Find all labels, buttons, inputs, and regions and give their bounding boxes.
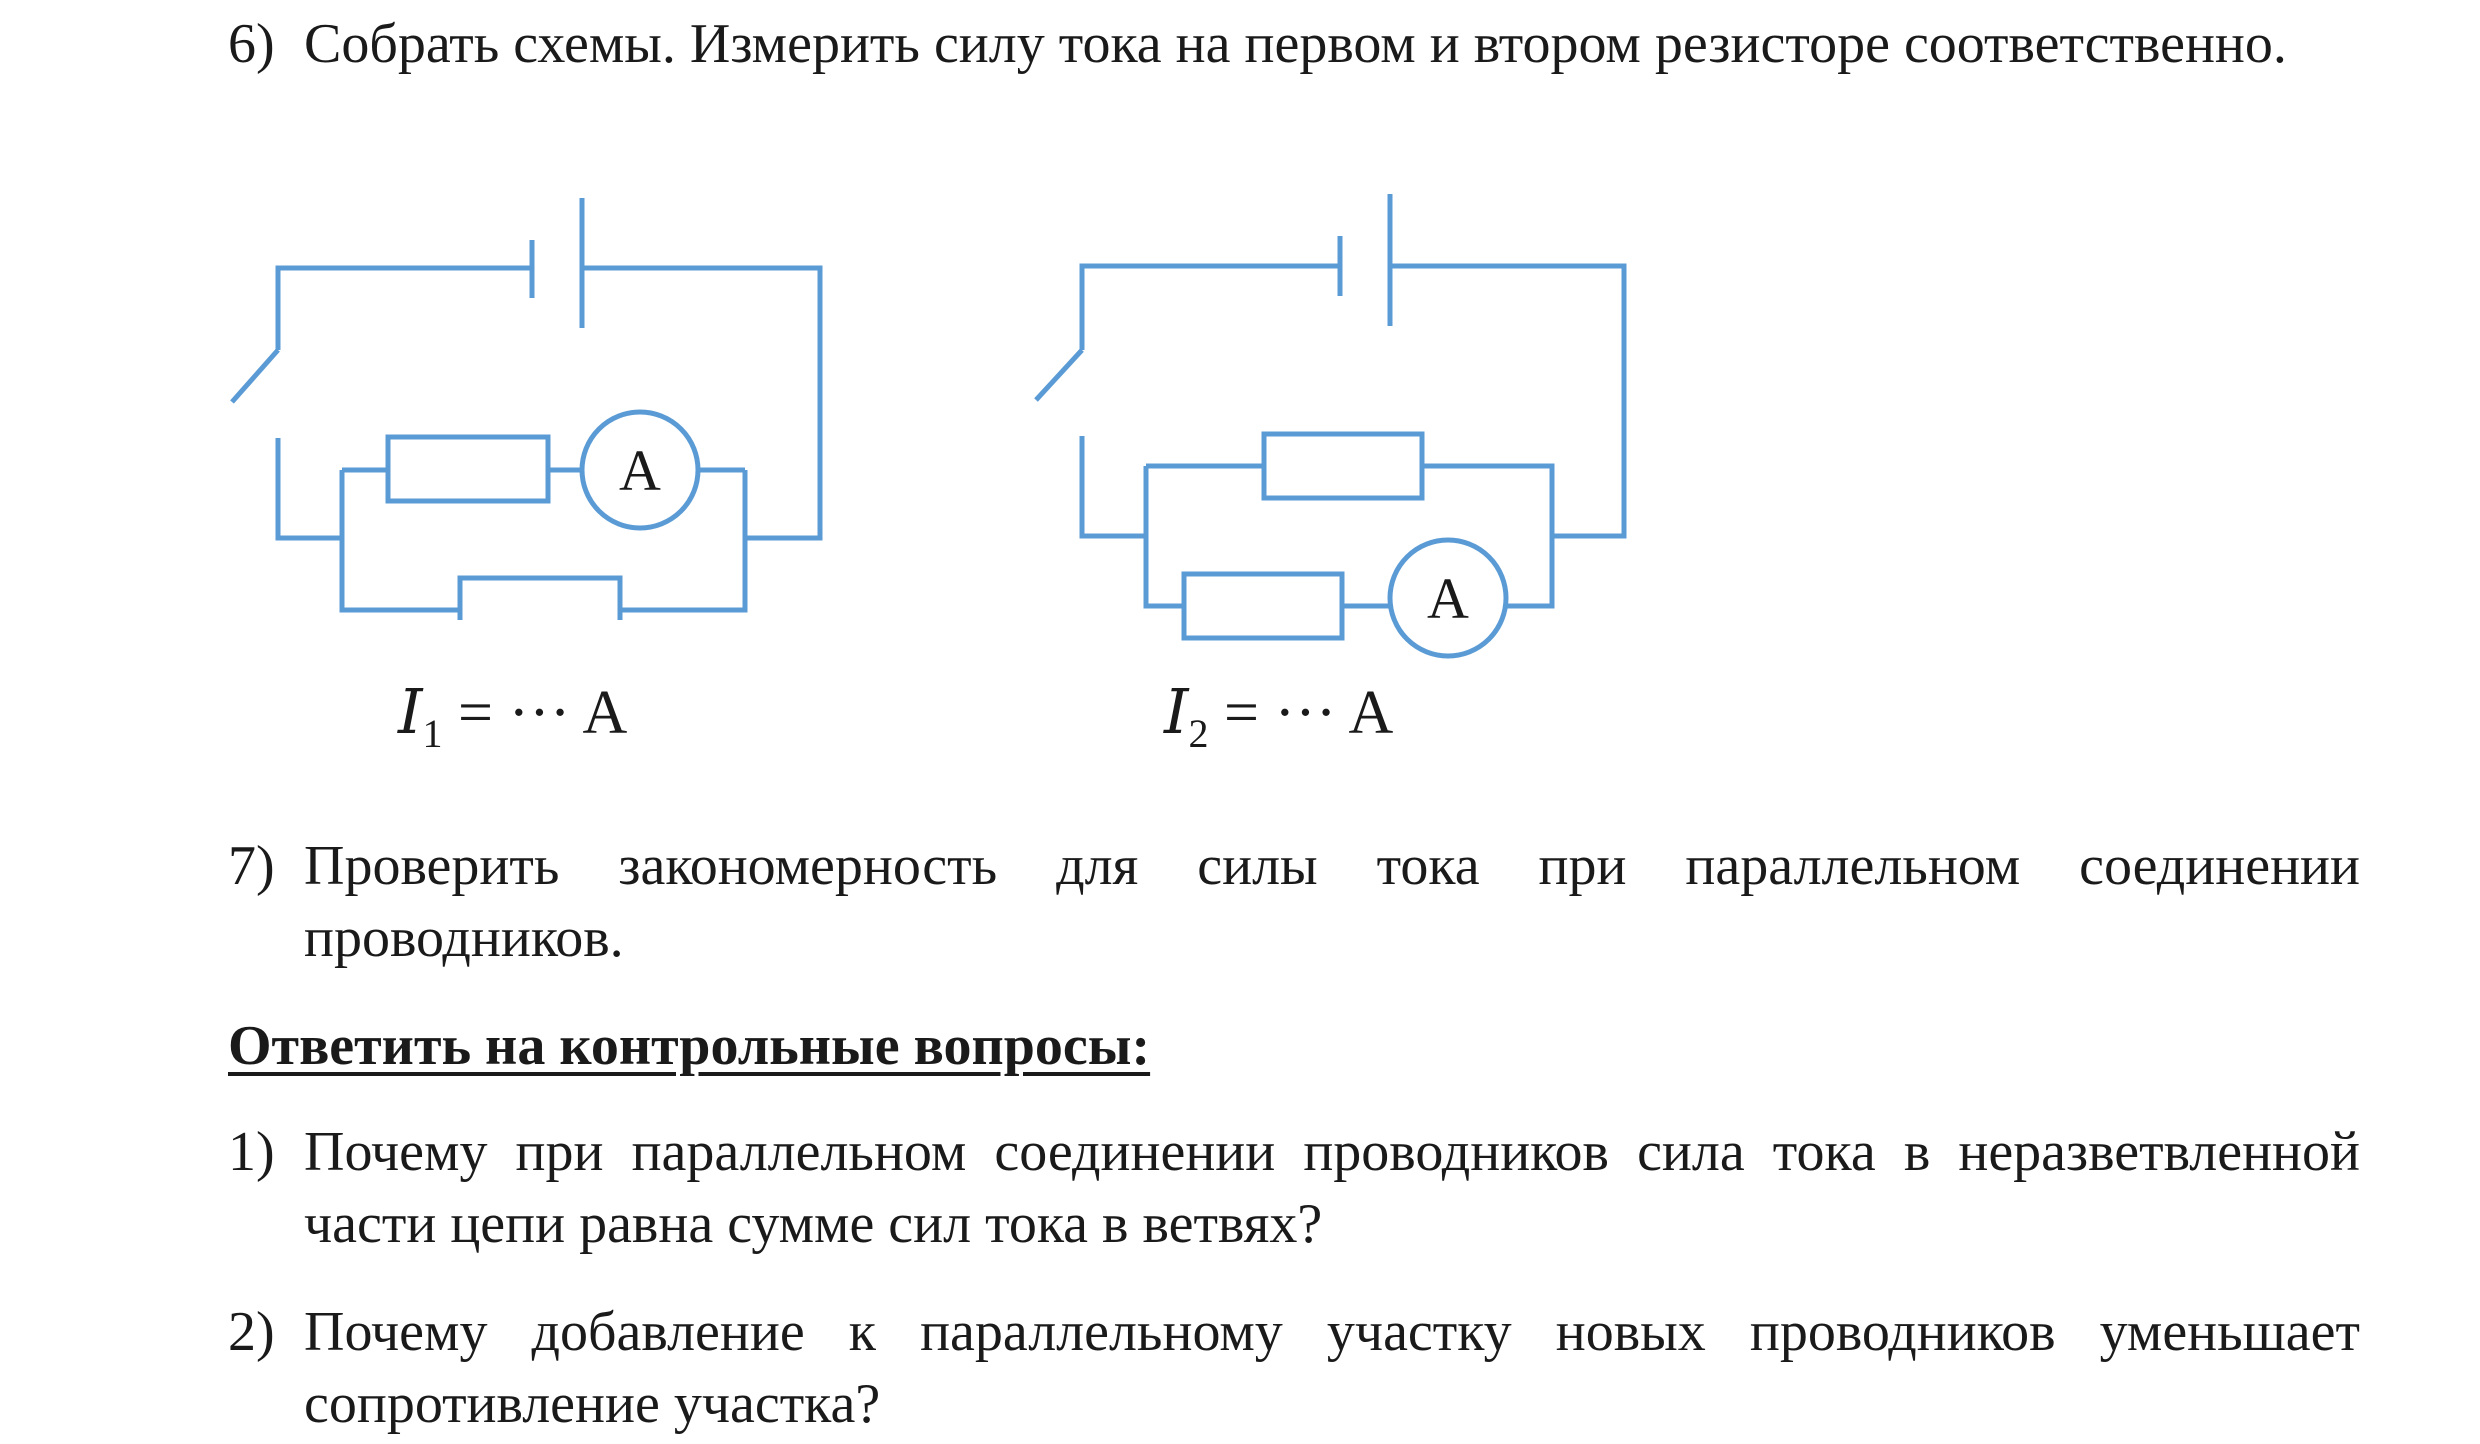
- current-value: = ··· A: [442, 679, 628, 747]
- circuit-diagram-2: A: [1024, 180, 1644, 680]
- question-1: 1) Почему при параллельном соединении пр…: [228, 1116, 2360, 1260]
- resistor-1: [385, 434, 551, 504]
- item-text: Проверить закономерность для силы тока п…: [304, 835, 2360, 969]
- wire: [1079, 436, 1146, 539]
- task-item-6: 6) Собрать схемы. Измерить силу тока на …: [228, 8, 2360, 80]
- question-text: Почему при параллельном соединении прово…: [304, 1121, 2360, 1255]
- wire: [1079, 263, 1338, 350]
- ammeter-label: A: [1427, 566, 1469, 631]
- wire: [275, 265, 530, 350]
- formula-i1: I1 = ··· A: [398, 672, 627, 774]
- task-item-7: 7) Проверить закономерность для силы ток…: [228, 830, 2360, 974]
- wire: [1390, 263, 1627, 539]
- item-number: 7): [228, 835, 275, 897]
- wire: [1143, 466, 1184, 609]
- question-number: 2): [228, 1301, 275, 1363]
- question-number: 1): [228, 1121, 275, 1183]
- question-2: 2) Почему добавление к параллельному уча…: [228, 1296, 2360, 1440]
- switch: [1034, 348, 1084, 402]
- question-text: Почему добавление к параллельному участк…: [304, 1301, 2360, 1435]
- ammeter-label: A: [619, 438, 661, 503]
- section-heading: Ответить на контрольные вопросы:: [228, 1015, 1151, 1077]
- resistor-2: [1181, 571, 1345, 641]
- wire: [582, 265, 823, 541]
- current-symbol: I: [398, 675, 423, 748]
- ammeter: [1387, 537, 1509, 659]
- current-value: = ··· A: [1208, 679, 1394, 747]
- item-number: 6): [228, 13, 275, 75]
- current-symbol: I: [1164, 675, 1189, 748]
- circuit-diagram-1: A: [220, 180, 840, 620]
- circuit-1-svg: A: [230, 198, 823, 620]
- formula-i2: I2 = ··· A: [1164, 672, 1393, 774]
- item-text: Собрать схемы. Измерить силу тока на пер…: [304, 13, 2287, 75]
- resistor-1: [1261, 431, 1425, 501]
- circuit-2-svg: A: [1034, 194, 1627, 659]
- switch: [230, 348, 280, 404]
- current-subscript: 2: [1188, 711, 1209, 756]
- wire: [1422, 463, 1555, 609]
- wire: [275, 438, 342, 541]
- current-subscript: 1: [422, 711, 443, 756]
